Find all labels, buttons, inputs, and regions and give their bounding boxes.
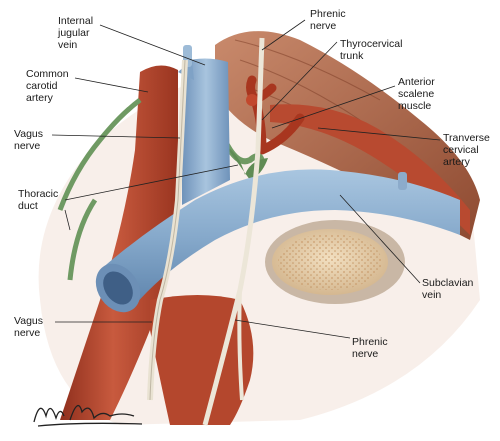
label-common-carotid-artery: Common carotid artery [26, 68, 69, 104]
thoracic-duct-left-branch [57, 98, 142, 211]
label-thoracic-duct: Thoracic duct [18, 188, 59, 212]
label-anterior-scalene-muscle: Anterior scalene muscle [398, 76, 435, 112]
internal-jugular-vein [182, 58, 230, 205]
subclavian-artery [150, 295, 254, 425]
common-carotid-artery [60, 65, 178, 421]
transverse-cervical-artery [270, 104, 470, 236]
artist-signature [33, 404, 143, 427]
label-transverse-cervical-artery: Tranverse cervical artery [443, 132, 490, 168]
phrenic-nerve [202, 37, 265, 426]
leader-lines [51, 19, 441, 339]
label-subclavian-vein: Subclavian vein [422, 277, 474, 301]
label-phrenic-nerve-top: Phrenic nerve [310, 8, 346, 32]
bone-texture [278, 234, 382, 290]
thoracic-duct-lower [67, 198, 98, 281]
label-vagus-nerve-top: Vagus nerve [14, 128, 43, 152]
phrenic-nerve-branch [237, 289, 244, 401]
vein-tributary [398, 172, 407, 190]
vagus-nerve-edge [149, 59, 186, 401]
vein-lumen [103, 271, 133, 305]
label-vagus-nerve-bottom: Vagus nerve [14, 315, 43, 339]
thyrocervical-knot [246, 94, 258, 106]
label-internal-jugular-vein: Internal jugular vein [58, 15, 94, 51]
subclavian-vein [100, 169, 460, 305]
label-phrenic-nerve-bottom: Phrenic nerve [352, 336, 388, 360]
label-thyrocervical-trunk: Thyrocervical trunk [340, 38, 403, 62]
